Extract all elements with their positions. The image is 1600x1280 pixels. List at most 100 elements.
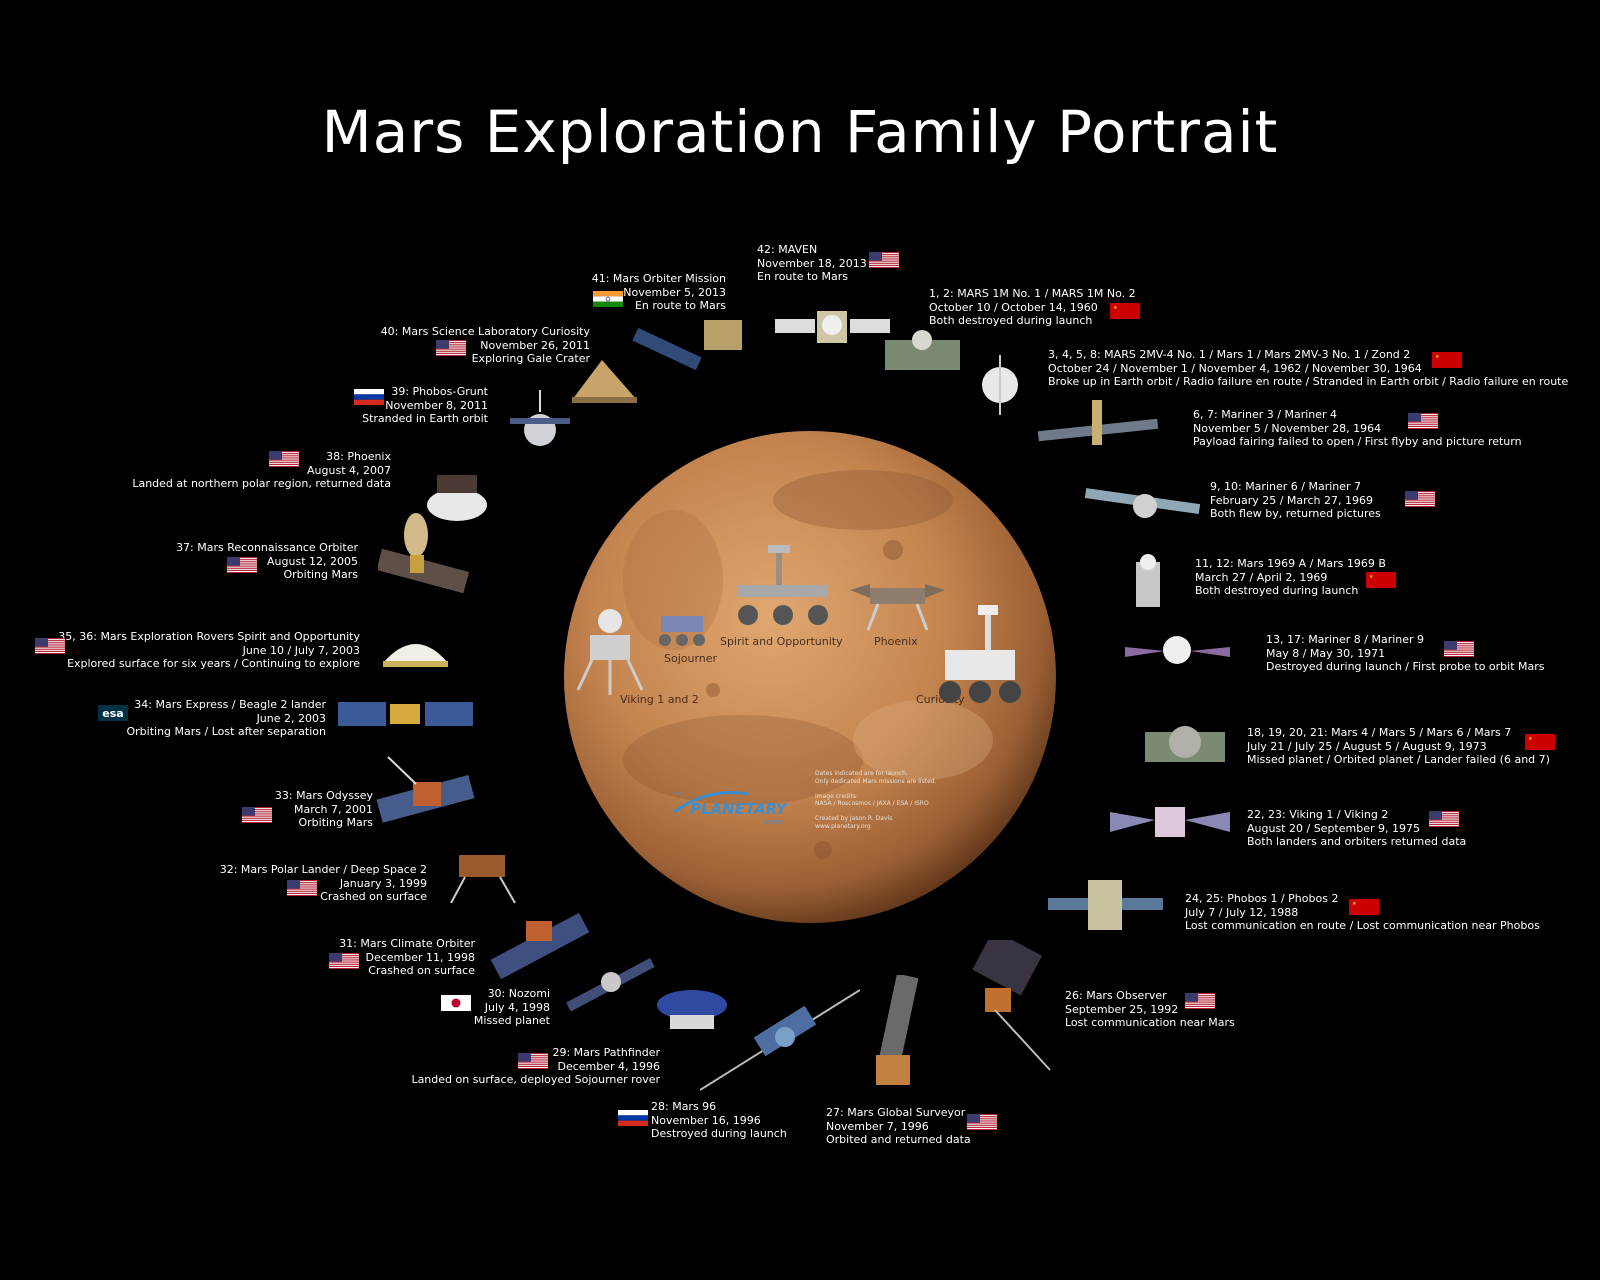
usa-flag-icon xyxy=(869,252,899,268)
india-flag-icon xyxy=(593,291,623,307)
mission-date: May 8 / May 30, 1971 xyxy=(1266,646,1386,660)
mission-label-phoenix: 38: Phoenix August 4, 2007 Landed at nor… xyxy=(132,450,391,491)
mission-label-viking: 22, 23: Viking 1 / Viking 2 August 20 / … xyxy=(1247,808,1466,849)
mission-date: November 5, 2013 xyxy=(623,285,726,299)
mars-1969-spacecraft-icon xyxy=(1128,552,1168,612)
mission-status: Destroyed during launch / First probe to… xyxy=(1266,660,1545,673)
usa-flag-icon xyxy=(227,557,257,573)
mission-date: September 25, 1992 xyxy=(1065,1002,1179,1016)
mission-date: August 20 / September 9, 1975 xyxy=(1247,821,1420,835)
usa-flag-icon xyxy=(269,451,299,467)
mariner-3-4-spacecraft-icon xyxy=(1038,395,1158,460)
credit-line: Only dedicated Mars missions are listed. xyxy=(815,777,937,785)
usa-flag-icon xyxy=(518,1053,548,1069)
mission-label-msl: 40: Mars Science Laboratory Curiosity No… xyxy=(381,325,590,366)
phobos-grunt-spacecraft-icon xyxy=(510,390,570,465)
mission-label-maven: 42: MAVEN November 18, 2013 En route to … xyxy=(757,243,867,284)
mars-2mv-spacecraft-icon xyxy=(975,355,1035,420)
mission-name: 24, 25: Phobos 1 / Phobos 2 xyxy=(1185,892,1339,905)
ussr-flag-icon: ★ xyxy=(1366,572,1396,588)
mission-name: 30: Nozomi xyxy=(487,987,550,1000)
mission-date: December 11, 1998 xyxy=(365,950,475,964)
credit-line: Image credits: xyxy=(815,792,858,800)
mission-status: Lost communication near Mars xyxy=(1065,1016,1235,1029)
svg-text:★: ★ xyxy=(1113,305,1118,311)
mission-status: Lost communication en route / Lost commu… xyxy=(1185,919,1540,932)
mission-name: 37: Mars Reconnaissance Orbiter xyxy=(176,541,358,554)
phoenix-spacecraft-icon xyxy=(412,465,502,525)
mission-label-mpl: 32: Mars Polar Lander / Deep Space 2 Jan… xyxy=(220,863,427,904)
mission-name: 6, 7: Mariner 3 / Mariner 4 xyxy=(1193,408,1338,421)
page-title: Mars Exploration Family Portrait xyxy=(321,98,1279,166)
mission-name: 35, 36: Mars Exploration Rovers Spirit a… xyxy=(58,630,360,643)
mission-label-mars-1m: 1, 2: MARS 1M No. 1 / MARS 1M No. 2 Octo… xyxy=(929,287,1136,328)
mission-name: 27: Mars Global Surveyor xyxy=(826,1106,966,1119)
mission-date: December 4, 1996 xyxy=(557,1059,660,1073)
mission-label-mro: 37: Mars Reconnaissance Orbiter August 1… xyxy=(176,541,358,582)
mission-date: November 26, 2011 xyxy=(480,338,590,352)
mission-status: Stranded in Earth orbit xyxy=(362,412,488,425)
mission-date: November 7, 1996 xyxy=(826,1119,929,1133)
usa-flag-icon xyxy=(1429,811,1459,827)
credit-line: NASA / Roscosmos / JAXA / ESA / ISRO xyxy=(815,800,929,807)
mission-label-mars-96: 28: Mars 96 November 16, 1996 Destroyed … xyxy=(651,1100,787,1141)
mission-date: August 12, 2005 xyxy=(267,554,358,568)
usa-flag-icon xyxy=(1444,641,1474,657)
mission-status: Destroyed during launch xyxy=(651,1127,787,1140)
mission-name: 41: Mars Orbiter Mission xyxy=(591,272,726,285)
mission-date: March 27 / April 2, 1969 xyxy=(1195,570,1328,584)
mission-label-nozomi: 30: Nozomi July 4, 1998 Missed planet xyxy=(474,987,550,1028)
mission-label-mars-observer: 26: Mars Observer September 25, 1992 Los… xyxy=(1065,989,1235,1030)
viking-lander-icon xyxy=(570,605,650,700)
usa-flag-icon xyxy=(242,807,272,823)
mission-label-mariner-3-4: 6, 7: Mariner 3 / Mariner 4 November 5 /… xyxy=(1193,408,1522,449)
mission-date: November 8, 2011 xyxy=(385,398,488,412)
mission-status: En route to Mars xyxy=(634,299,726,312)
mars-globe xyxy=(563,430,1057,924)
svg-text:★: ★ xyxy=(1369,574,1374,580)
mariner-6-7-spacecraft-icon xyxy=(1085,478,1200,533)
credit-line: Created by Jason R. Davis xyxy=(815,815,893,822)
mission-status: Missed planet xyxy=(473,1014,550,1027)
usa-flag-icon xyxy=(1185,993,1215,1009)
mission-label-mars-1969: 11, 12: Mars 1969 A / Mars 1969 B March … xyxy=(1195,557,1386,598)
mars-observer-spacecraft-icon xyxy=(955,940,1065,1075)
mission-date: November 16, 1996 xyxy=(651,1113,761,1127)
mars-96-spacecraft-icon xyxy=(700,985,860,1095)
mars-pathfinder-icon xyxy=(652,985,732,1035)
mission-date: August 4, 2007 xyxy=(307,463,391,477)
mission-name: 1, 2: MARS 1M No. 1 / MARS 1M No. 2 xyxy=(929,287,1136,300)
rover-label-viking: Viking 1 and 2 xyxy=(620,693,699,706)
credit-line xyxy=(815,785,936,793)
rover-label-phoenix: Phoenix xyxy=(874,635,918,648)
mission-name: 38: Phoenix xyxy=(326,450,391,463)
mission-name: 22, 23: Viking 1 / Viking 2 xyxy=(1247,808,1389,821)
mission-status: Both landers and orbiters returned data xyxy=(1247,835,1467,848)
credits-block: Dates indicated are for launch. Only ded… xyxy=(815,770,936,830)
mission-date: June 2, 2003 xyxy=(256,711,326,725)
mars-polar-lander-icon xyxy=(445,843,520,908)
mission-status: Orbited and returned data xyxy=(826,1133,971,1146)
spirit-opportunity-rover-icon xyxy=(728,545,838,635)
rover-label-spirit-opportunity: Spirit and Opportunity xyxy=(720,635,843,648)
mission-label-mom: 41: Mars Orbiter Mission November 5, 201… xyxy=(592,272,726,313)
mission-status: Landed at northern polar region, returne… xyxy=(132,477,391,490)
mars-global-surveyor-icon xyxy=(848,975,938,1100)
maven-spacecraft-icon xyxy=(775,305,890,350)
mission-status: Broke up in Earth orbit / Radio failure … xyxy=(1048,375,1569,388)
mars-4-7-spacecraft-icon xyxy=(1145,712,1225,777)
mission-date: January 3, 1999 xyxy=(339,876,427,890)
ussr-flag-icon: ★ xyxy=(1525,734,1555,750)
mission-name: 9, 10: Mariner 6 / Mariner 7 xyxy=(1210,480,1362,493)
svg-text:esa: esa xyxy=(102,707,123,720)
mission-date: November 18, 2013 xyxy=(757,256,867,270)
mission-date: June 10 / July 7, 2003 xyxy=(242,643,360,657)
mission-status: Both flew by, returned pictures xyxy=(1210,507,1381,520)
mission-date: February 25 / March 27, 1969 xyxy=(1210,493,1373,507)
mission-label-mgs: 27: Mars Global Surveyor November 7, 199… xyxy=(826,1106,971,1147)
mission-date: October 24 / November 1 / November 4, 19… xyxy=(1048,361,1422,375)
rover-label-sojourner: Sojourner xyxy=(664,652,718,665)
mission-name: 33: Mars Odyssey xyxy=(274,789,373,802)
sojourner-rover-icon xyxy=(655,610,710,650)
